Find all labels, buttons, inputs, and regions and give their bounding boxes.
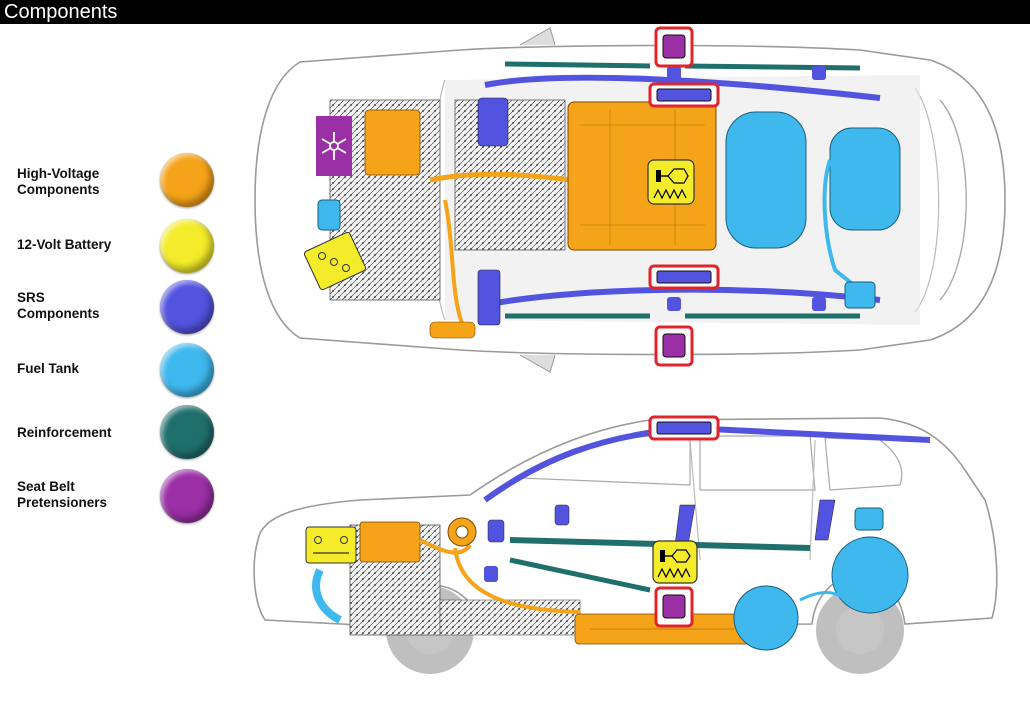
legend-swatch-seat-belt bbox=[160, 469, 214, 523]
top-srs-sensor-lower bbox=[648, 264, 720, 290]
legend-label-12v-battery: 12-Volt Battery bbox=[17, 237, 112, 252]
page-title: Components bbox=[4, 1, 118, 23]
side-fuel-tank-front bbox=[733, 585, 799, 651]
top-12v-battery bbox=[303, 231, 367, 291]
top-side-srs-unit bbox=[477, 269, 501, 326]
side-view-car bbox=[253, 415, 998, 674]
side-reinforcement-bar bbox=[509, 557, 651, 593]
top-hv-cable bbox=[443, 199, 467, 331]
top-hv-battery-pack bbox=[567, 101, 717, 251]
top-curtain-airbag bbox=[484, 74, 881, 101]
legend-swatch-high-voltage bbox=[160, 153, 214, 207]
top-srs-sensor-upper bbox=[648, 82, 720, 108]
top-fuel-tank-rear bbox=[829, 127, 901, 231]
legend-label-reinforcement: Reinforcement bbox=[17, 425, 112, 440]
top-view-car bbox=[254, 26, 1006, 373]
legend-swatch-fuel-tank bbox=[160, 343, 214, 397]
vehicle-diagram bbox=[253, 26, 1006, 674]
top-fuel-tank-front bbox=[725, 111, 807, 249]
top-front-inverter bbox=[364, 109, 421, 176]
high-voltage-symbol-icon bbox=[652, 540, 698, 584]
side-fuel-tank-rear bbox=[831, 536, 909, 614]
legend-swatch-srs bbox=[160, 280, 214, 334]
top-seatbelt-pretensioner-right bbox=[654, 325, 694, 367]
top-reinforcement-bar bbox=[504, 61, 651, 69]
top-curtain-airbag bbox=[484, 286, 881, 308]
side-front-inverter bbox=[359, 521, 421, 563]
legend-swatch-12v-battery bbox=[160, 219, 214, 273]
snowflake-icon bbox=[321, 132, 347, 160]
top-reinforcement-bar bbox=[684, 63, 861, 71]
top-hv-cable bbox=[429, 171, 571, 183]
high-voltage-symbol-icon bbox=[647, 159, 695, 205]
side-seatbelt-pretensioner bbox=[654, 586, 694, 628]
title-bar: Components bbox=[0, 0, 1030, 24]
side-srs-sensor bbox=[648, 415, 720, 441]
side-12v-battery bbox=[305, 526, 357, 564]
legend-label-fuel-tank: Fuel Tank bbox=[17, 361, 80, 376]
top-seatbelt-pretensioner-left bbox=[654, 26, 694, 68]
legend-swatch-reinforcement bbox=[160, 405, 214, 459]
top-airbag-module bbox=[477, 97, 509, 147]
